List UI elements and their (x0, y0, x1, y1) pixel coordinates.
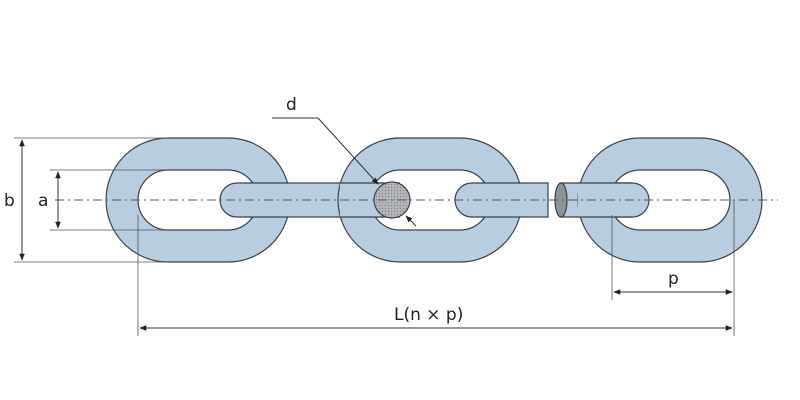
chain-link-side-3-overlap (578, 182, 632, 218)
label-L: L(n × p) (394, 305, 463, 325)
chain-link-side-2 (454, 182, 549, 218)
label-p: p (668, 269, 679, 289)
label-d: d (286, 95, 297, 115)
chain-link-front-1 (105, 137, 291, 263)
dimension-d: d (272, 95, 417, 227)
dimension-L: L(n × p) (137, 215, 733, 336)
dimension-a: a (38, 169, 168, 231)
dimension-p: p (611, 200, 735, 336)
dimension-b: b (4, 137, 168, 263)
label-b: b (4, 191, 15, 211)
label-a: a (38, 191, 48, 211)
